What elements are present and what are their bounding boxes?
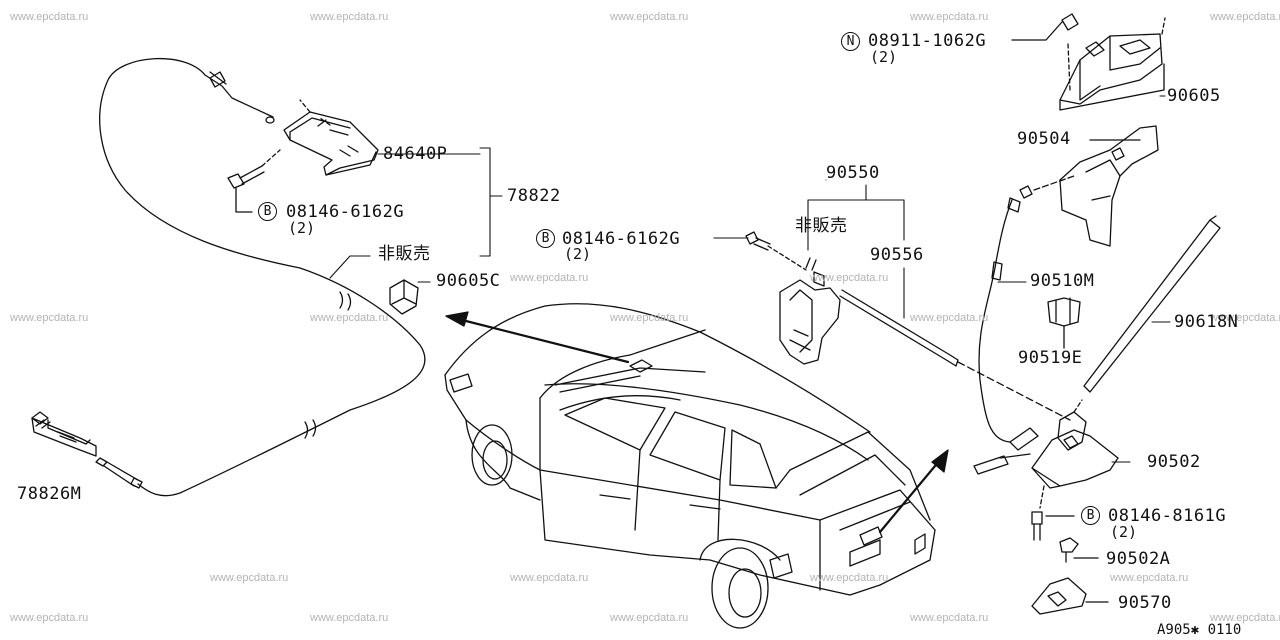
part-label-78826M: 78826M (17, 484, 82, 504)
bolt-right (1032, 512, 1074, 540)
rod-90556 (840, 290, 1070, 420)
part-label-08146-6162G-mid: 08146-6162G (562, 229, 681, 249)
clip-90605C (390, 280, 418, 314)
watermark: www.epcdata.ru (910, 312, 989, 324)
part-label-08146-6162G-left: 08146-6162G (286, 202, 405, 222)
part-label-84640P: 84640P (383, 144, 448, 164)
cable-90510M (979, 198, 1038, 450)
watermark: www.epcdata.ru (510, 572, 589, 584)
nut-leader (1012, 22, 1062, 40)
quantity-label: (2) (870, 48, 898, 66)
part-label-08146-8161G: 08146-8161G (1108, 506, 1227, 526)
watermark: www.epcdata.ru (910, 612, 989, 624)
part-label-08911-1062G: 08911-1062G (868, 31, 987, 51)
watermark: www.epcdata.ru (10, 11, 89, 23)
arrow-to-opener (446, 312, 628, 362)
bolt-left (228, 150, 280, 212)
bolt-symbol-icon: B (1081, 506, 1100, 525)
bolt-mid (746, 232, 770, 250)
watermark: www.epcdata.ru (10, 312, 89, 324)
rod-90618N (1084, 216, 1220, 392)
watermark: www.epcdata.ru (610, 312, 689, 324)
leader-lines (330, 96, 1170, 462)
latch-90502 (974, 400, 1118, 508)
watermark: www.epcdata.ru (1110, 572, 1189, 584)
quantity-label: (2) (1110, 523, 1138, 541)
watermark: www.epcdata.ru (610, 612, 689, 624)
watermark: www.epcdata.ru (910, 11, 989, 23)
part-label-90502A: 90502A (1106, 549, 1171, 569)
cable-end-connector (210, 72, 274, 123)
figure-code: A905✱ 0110 (1157, 622, 1242, 638)
car-body (445, 304, 935, 628)
not-for-sale-label: 非販売 (795, 216, 848, 236)
bolt-symbol-icon: B (536, 229, 555, 248)
part-label-90570: 90570 (1118, 593, 1172, 613)
opener-cable (96, 59, 425, 496)
cover-90570 (1032, 578, 1108, 614)
watermark: www.epcdata.ru (610, 11, 689, 23)
watermark: www.epcdata.ru (210, 572, 289, 584)
quantity-label: (2) (564, 245, 592, 263)
watermark: www.epcdata.ru (10, 612, 89, 624)
watermark: www.epcdata.ru (310, 612, 389, 624)
bolt-symbol-icon: B (258, 202, 277, 221)
watermark: www.epcdata.ru (810, 272, 889, 284)
bracket-90605 (1060, 14, 1165, 110)
clip-90502A (1060, 538, 1098, 562)
watermark: www.epcdata.ru (1210, 11, 1280, 23)
watermark: www.epcdata.ru (510, 272, 589, 284)
nut-symbol-icon: N (841, 32, 860, 51)
part-label-90618N: 90618N (1174, 312, 1239, 332)
part-label-90550: 90550 (826, 163, 880, 183)
quantity-label: (2) (288, 219, 316, 237)
handle-78826M (32, 412, 96, 456)
not-for-sale-label: 非販売 (378, 244, 431, 264)
grommet-90519E (1048, 298, 1080, 348)
part-label-90510M: 90510M (1030, 271, 1095, 291)
part-label-78822: 78822 (507, 186, 561, 206)
lock-lever-90550 (768, 246, 840, 364)
watermark: www.epcdata.ru (310, 312, 389, 324)
part-label-90502: 90502 (1147, 452, 1201, 472)
arrow-to-latch (880, 450, 948, 532)
watermark: www.epcdata.ru (310, 11, 389, 23)
part-label-90504: 90504 (1017, 129, 1071, 149)
part-label-90556: 90556 (870, 245, 924, 265)
watermark: www.epcdata.ru (1210, 612, 1280, 624)
watermark: www.epcdata.ru (1210, 312, 1280, 324)
part-label-90605C: 90605C (436, 271, 501, 291)
watermark: www.epcdata.ru (810, 572, 889, 584)
opener-lever-84640P (284, 100, 378, 175)
part-label-90605: 90605 (1167, 86, 1221, 106)
part-label-90519E: 90519E (1018, 348, 1083, 368)
